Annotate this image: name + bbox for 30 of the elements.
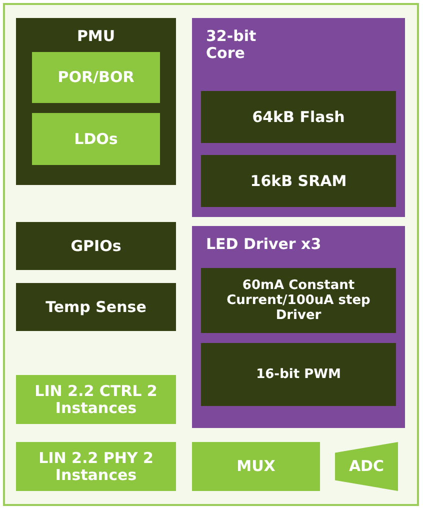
block-heading: LED Driver x3 <box>206 236 322 253</box>
block-label: POR/BOR <box>58 69 134 86</box>
block-label: ADC <box>348 458 384 475</box>
block <box>16 442 176 491</box>
block-label: LIN 2.2 CTRL 2 Instances <box>34 382 158 416</box>
block <box>32 52 160 103</box>
block-label: GPIOs <box>70 238 122 254</box>
block <box>201 343 396 406</box>
block <box>32 113 160 165</box>
block-panel <box>192 18 405 217</box>
adc-block <box>335 442 398 491</box>
block-label: 16-bit PWM <box>256 367 341 382</box>
block-label: MUX <box>236 458 276 475</box>
block <box>16 283 176 331</box>
block-heading: PMU <box>76 28 116 45</box>
block-label: LDOs <box>74 130 118 148</box>
block <box>16 375 176 424</box>
block-label: 60mA Constant Current/100uA step Driver <box>226 278 372 323</box>
block <box>201 91 396 143</box>
block <box>192 442 320 491</box>
block <box>201 155 396 207</box>
block <box>201 268 396 333</box>
block <box>16 222 176 270</box>
block-label: 16kB SRAM <box>250 172 347 190</box>
block-label: LIN 2.2 PHY 2 Instances <box>38 450 154 484</box>
block-label: 64kB Flash <box>252 108 345 126</box>
block-label: Temp Sense <box>46 298 146 316</box>
block-heading: 32-bit Core <box>206 28 258 62</box>
block-panel <box>192 226 405 428</box>
block <box>16 18 176 185</box>
